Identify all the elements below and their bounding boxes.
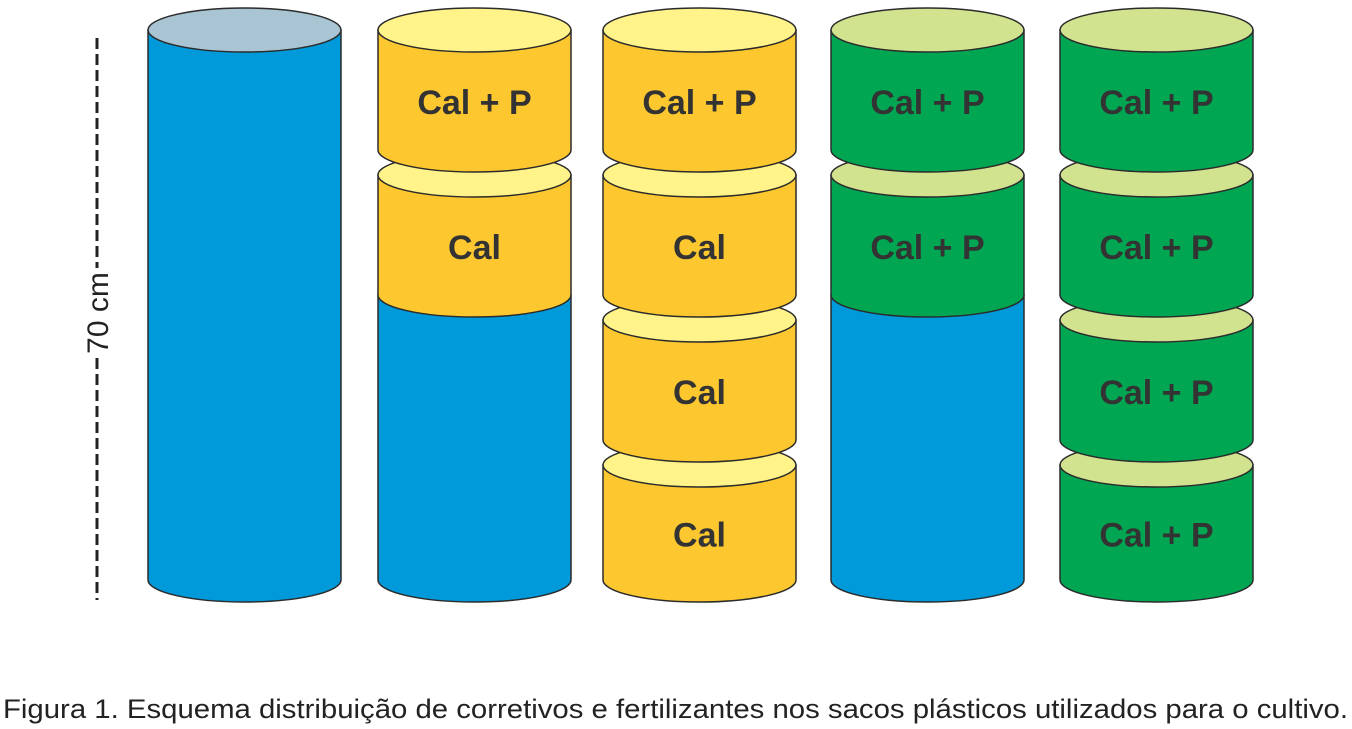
segment-body: [1059, 464, 1254, 603]
height-scale: 70 cm: [82, 38, 115, 600]
segment-label: Cal + P: [1099, 84, 1213, 122]
segment-body: [830, 174, 1025, 318]
segment-body: [377, 294, 572, 603]
segment-label: Cal + P: [870, 84, 984, 122]
segment-yellow: Cal: [602, 297, 797, 463]
segment-label: Cal + P: [870, 229, 984, 267]
segment-top: [377, 7, 572, 53]
segment-yellow: Cal: [602, 442, 797, 603]
segment-green: Cal + P: [1059, 442, 1254, 603]
segment-label: Cal + P: [1099, 517, 1213, 555]
segment-green: Cal + P: [1059, 7, 1254, 173]
segment-yellow: Cal: [602, 152, 797, 318]
segment-label: Cal + P: [417, 84, 531, 122]
segment-body: [1059, 319, 1254, 463]
segment-body: [377, 174, 572, 318]
bag-column-5: Cal + P Cal + P Cal + P Cal + P: [1059, 7, 1254, 603]
bag-column-2: Cal Cal + P: [377, 7, 572, 603]
segment-body: [602, 174, 797, 318]
segment-green: Cal + P: [1059, 152, 1254, 318]
segment-yellow: Cal: [377, 152, 572, 318]
segment-body: [602, 29, 797, 173]
bag-column-4: Cal + P Cal + P: [830, 7, 1025, 603]
segment-top: [1059, 7, 1254, 53]
segment-green: Cal + P: [830, 7, 1025, 173]
segment-label: Cal: [673, 229, 726, 267]
soil-fill: [830, 294, 1025, 603]
segment-body: [1059, 174, 1254, 318]
scale-label: 70 cm: [82, 272, 115, 354]
figure-caption: Figura 1. Esquema distribuição de corret…: [3, 694, 1348, 724]
segment-body: [602, 319, 797, 463]
segment-label: Cal: [673, 517, 726, 555]
segment-label: Cal + P: [1099, 374, 1213, 412]
soil-fill: [377, 294, 572, 603]
segment-body: [602, 464, 797, 603]
segment-label: Cal: [673, 374, 726, 412]
segment-body: [830, 294, 1025, 603]
segment-green: Cal + P: [1059, 297, 1254, 463]
segment-label: Cal + P: [642, 84, 756, 122]
bag-column-1: [147, 7, 342, 603]
soil-fill: [147, 7, 342, 603]
segment-top: [602, 7, 797, 53]
segment-label: Cal: [448, 229, 501, 267]
segment-label: Cal + P: [1099, 229, 1213, 267]
segment-body: [1059, 29, 1254, 173]
segment-yellow: Cal + P: [602, 7, 797, 173]
segment-body: [377, 29, 572, 173]
segment-body: [147, 29, 342, 603]
segment-green: Cal + P: [830, 152, 1025, 318]
segment-yellow: Cal + P: [377, 7, 572, 173]
segment-body: [830, 29, 1025, 173]
segment-top: [830, 7, 1025, 53]
segment-top: [147, 7, 342, 53]
